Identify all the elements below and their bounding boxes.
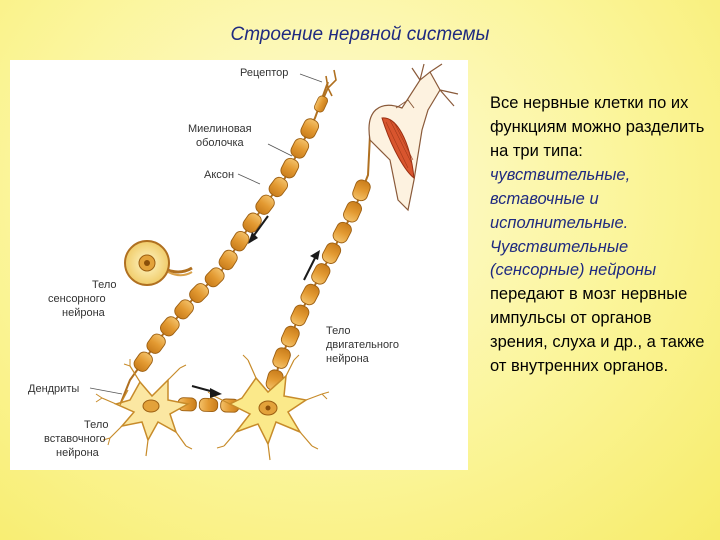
motor-myelin-segment: [332, 221, 352, 244]
motor-myelin-segment: [300, 283, 320, 306]
label-sensory-body-2: сенсорного: [48, 293, 106, 305]
motor-myelin-segment: [290, 304, 310, 327]
sensory-myelin-segment: [290, 138, 310, 159]
label-motor-body-2: двигательного: [326, 339, 399, 351]
sensory-myelin-segment: [268, 176, 289, 198]
sensory-myelin-segment: [146, 333, 166, 354]
label-inter-body-1: Тело: [84, 419, 109, 431]
neuron-diagram-svg: Рецептор Миелиновая оболочка Аксон Тело …: [28, 63, 459, 461]
receptor-ending: [314, 69, 337, 113]
label-myelin-2: оболочка: [196, 137, 244, 149]
sensory-myelin-segment: [218, 249, 238, 271]
label-leaders: [89, 73, 323, 395]
sensory-myelin-segment: [160, 316, 180, 337]
sensory-myelin-segment: [133, 351, 153, 372]
label-motor-body-3: нейрона: [326, 353, 370, 365]
motor-myelin-segment: [311, 263, 331, 285]
sensory-myelin-segment: [280, 157, 300, 179]
label-dendrites: Дендриты: [28, 383, 79, 395]
label-myelin-1: Миелиновая: [188, 123, 252, 135]
label-motor-body-1: Тело: [326, 325, 351, 337]
interneuron-myelin-segment: [198, 397, 219, 413]
motor-neuron-body: [207, 354, 330, 461]
motor-myelin-segments: [265, 179, 371, 391]
description-emphasis: чувствительные, вставочные и исполнитель…: [490, 165, 657, 280]
label-sensory-body-3: нейрона: [62, 307, 106, 319]
motor-myelin-segment: [280, 325, 300, 348]
sensory-neuron-body: [124, 240, 170, 286]
motor-myelin-segment: [343, 201, 362, 223]
label-sensory-body-1: Тело: [92, 279, 117, 291]
sensory-myelin-segment: [174, 299, 194, 320]
neuron-diagram: Рецептор Миелиновая оболочка Аксон Тело …: [10, 60, 468, 470]
impulse-arrows: [191, 215, 320, 398]
label-inter-body-3: нейрона: [56, 447, 100, 459]
sensory-myelin-segment: [255, 194, 275, 215]
motor-myelin-segment: [272, 347, 291, 369]
sensory-myelin-segment: [189, 283, 209, 304]
motor-myelin-segment: [321, 242, 342, 264]
motor-myelin-segment: [352, 179, 371, 202]
sensory-myelin-segment: [204, 267, 225, 288]
slide-title: Строение нервной системы: [230, 24, 490, 45]
label-axon: Аксон: [204, 169, 234, 181]
label-receptor: Рецептор: [240, 67, 288, 79]
label-inter-body-2: вставочного: [44, 433, 106, 445]
description-text: Все нервные клетки по их функциям можно …: [490, 92, 712, 379]
arm-muscle-effector: [368, 63, 459, 212]
description-part-3: передают в мозг нервные импульсы от орга…: [490, 285, 705, 376]
interneuron-body: [95, 359, 193, 457]
sensory-myelin-segment: [242, 212, 262, 233]
description-part-1: Все нервные клетки по их функциям можно …: [490, 94, 705, 160]
sensory-myelin-segment: [230, 230, 250, 252]
sensory-myelin-segment: [300, 118, 320, 139]
sensory-myelin-segments: [133, 118, 320, 372]
